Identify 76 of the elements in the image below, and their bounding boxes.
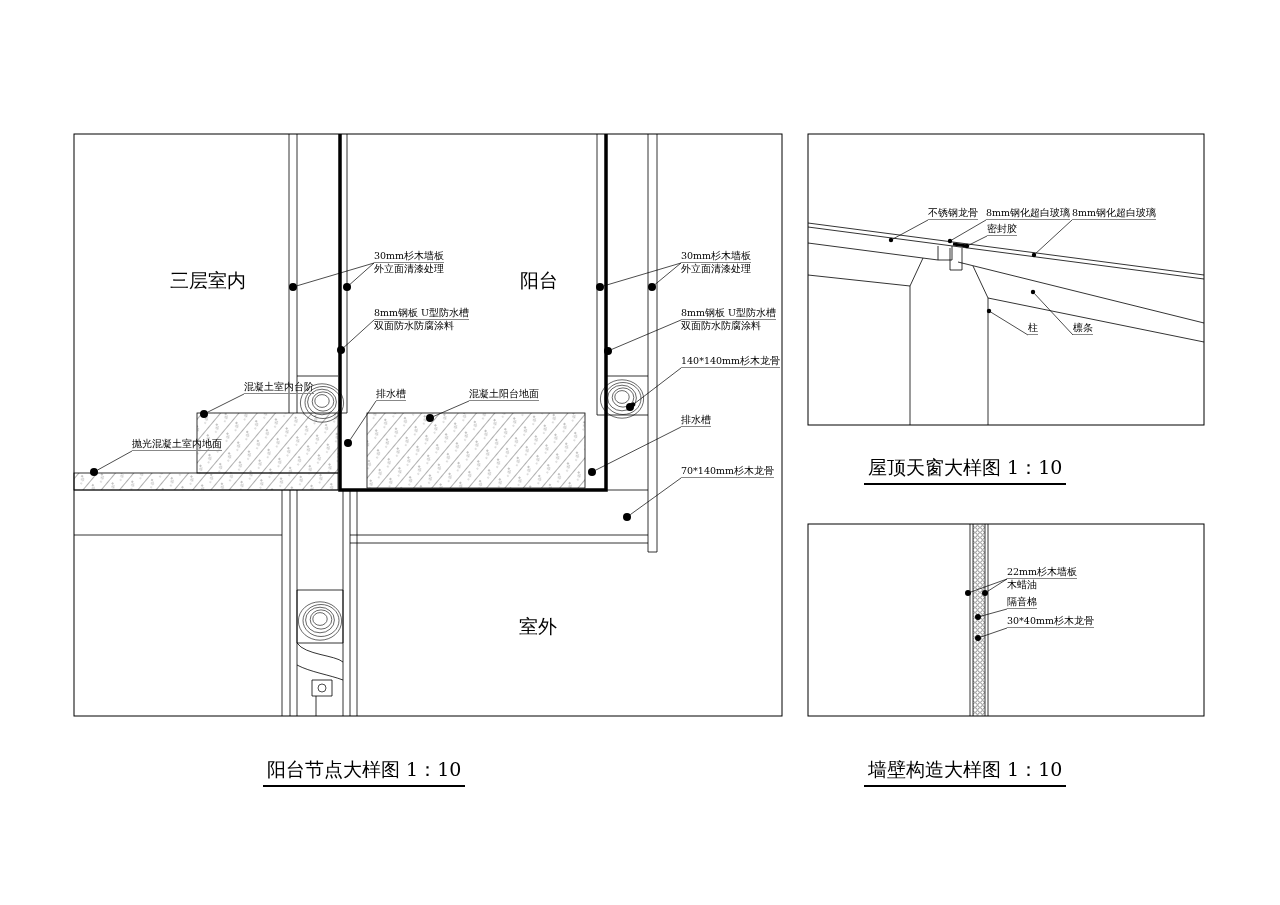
callout-label: 木蜡油 <box>1007 579 1037 591</box>
room-label: 室外 <box>519 614 557 639</box>
leader-dot <box>604 347 612 355</box>
leader-dot <box>965 590 971 596</box>
leader-line <box>951 219 987 241</box>
leader-line <box>970 578 1008 593</box>
leader-line <box>980 608 1008 617</box>
callout-label: 70*140mm杉木龙骨 <box>681 465 774 478</box>
callout-label: 外立面清漆处理 <box>374 263 444 275</box>
leader-dot <box>975 635 981 641</box>
leader-line <box>97 450 133 471</box>
leader-line <box>433 400 470 417</box>
leader-line <box>1034 293 1074 336</box>
leader-dot <box>947 238 953 244</box>
callout-label: 密封胶 <box>987 223 1017 236</box>
leader-dot <box>626 403 634 411</box>
drawing-title: 屋顶天窗大样图 1：10 <box>864 455 1067 485</box>
leader-line <box>349 400 377 441</box>
callout-label: 双面防水防腐涂料 <box>374 320 454 332</box>
leader-line <box>207 393 245 413</box>
leader-dot <box>426 414 434 422</box>
leader-dot <box>964 243 970 249</box>
callout-label: 140*140mm杉木龙骨 <box>681 355 781 368</box>
leader-line <box>629 477 682 515</box>
leader-line <box>603 262 682 287</box>
leader-dot <box>344 439 352 447</box>
leader-dot <box>200 410 208 418</box>
leader-dot <box>588 468 596 476</box>
room-label: 三层室内 <box>170 268 246 293</box>
callout-label: 不锈钢龙骨 <box>928 207 978 220</box>
leader-dot <box>982 590 988 596</box>
leader-dot <box>888 237 894 243</box>
leader-line <box>990 311 1029 336</box>
callout-label: 檩条 <box>1073 322 1093 335</box>
leader-line <box>654 262 682 285</box>
leader-dot <box>289 283 297 291</box>
leader-dot <box>343 283 351 291</box>
leader-dot <box>975 614 981 620</box>
callout-label: 双面防水防腐涂料 <box>681 320 761 332</box>
leader-dot <box>623 513 631 521</box>
drawing-title: 墙壁构造大样图 1：10 <box>864 757 1067 787</box>
leader-line <box>892 219 929 240</box>
callout-label: 抛光混凝土室内地面 <box>132 438 222 451</box>
leader-line <box>343 319 375 348</box>
callout-label: 隔音棉 <box>1007 596 1037 609</box>
drawing-title: 阳台节点大样图 1：10 <box>263 757 466 787</box>
leader-dot <box>648 283 656 291</box>
leader-dot <box>596 283 604 291</box>
callout-label: 8mm钢化超白玻璃 <box>986 207 1071 220</box>
leader-line <box>987 578 1008 592</box>
callout-label: 混凝土阳台地面 <box>469 388 539 401</box>
leader-line <box>296 262 375 287</box>
callout-label: 30mm杉木墙板 <box>681 250 752 263</box>
leader-dot <box>1031 252 1037 258</box>
callout-label: 排水槽 <box>681 414 711 427</box>
room-label: 阳台 <box>520 268 558 293</box>
leader-line <box>595 426 682 471</box>
leader-dot <box>986 308 992 314</box>
callout-label: 8mm钢板 U型防水槽 <box>681 307 777 320</box>
callout-label: 8mm钢化超白玻璃 <box>1072 207 1157 220</box>
leader-line <box>349 262 375 285</box>
callout-label: 30*40mm杉木龙骨 <box>1007 615 1094 628</box>
callout-label: 混凝土室内台阶 <box>244 381 314 394</box>
leader-line <box>1035 219 1073 254</box>
leader-dot <box>1030 289 1036 295</box>
callout-label: 排水槽 <box>376 388 406 401</box>
leader-dot <box>337 346 345 354</box>
leader-line <box>980 627 1008 638</box>
leader-dot <box>90 468 98 476</box>
callout-label: 22mm杉木墙板 <box>1007 566 1078 579</box>
callout-label: 8mm钢板 U型防水槽 <box>374 307 470 320</box>
leader-line <box>611 319 682 350</box>
leader-line <box>968 235 988 246</box>
callout-label: 外立面清漆处理 <box>681 263 751 275</box>
callout-label: 柱 <box>1028 322 1038 335</box>
callout-label: 30mm杉木墙板 <box>374 250 445 263</box>
